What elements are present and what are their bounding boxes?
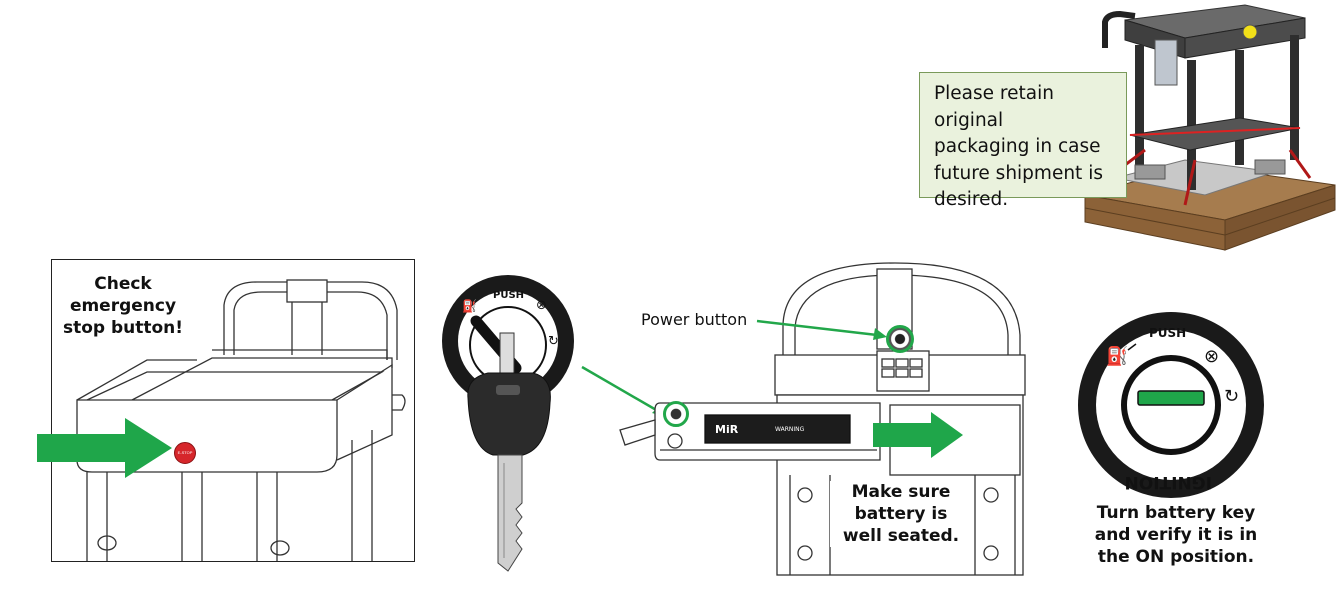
battery-insert-arrow <box>873 412 963 458</box>
svg-text:⊗: ⊗ <box>536 298 547 313</box>
estop-caption: Check emergency stop button! <box>62 274 184 338</box>
battery-key-illustration: ⛽ ⊗ ↻ <box>442 275 574 572</box>
estop-button-text: E-STOP <box>177 450 193 455</box>
battery-key-switch[interactable] <box>663 401 689 427</box>
ignition-push-label: PUSH <box>1149 326 1187 340</box>
ignition-ring-text: IGNITION <box>1125 472 1212 492</box>
ignition-caption: Turn battery key and verify it is in the… <box>1094 503 1258 567</box>
estop-green-arrow <box>37 418 172 478</box>
svg-text:↻: ↻ <box>1224 386 1239 407</box>
ignition-dial-illustration: ⛽ ⊗ ↻ IGNITION <box>1078 312 1264 498</box>
battery-caption: Make sure battery is well seated. <box>830 481 972 547</box>
power-button[interactable] <box>886 325 914 353</box>
svg-text:↻: ↻ <box>548 334 559 349</box>
power-button-label: Power button <box>641 310 748 329</box>
key-dial-push-label: PUSH <box>493 290 525 301</box>
cart-on-pallet-illustration <box>1084 4 1336 251</box>
battery-warning-text: WARNING <box>775 426 805 433</box>
emergency-stop-button[interactable]: E-STOP <box>174 442 196 464</box>
packaging-callout: Please retain original packaging in case… <box>919 72 1127 210</box>
svg-text:⛽: ⛽ <box>462 299 477 313</box>
power-button-pointer <box>756 319 887 340</box>
battery-brand-text: MiR <box>715 423 739 436</box>
estop-panel <box>51 259 415 562</box>
ignition-slot-on <box>1137 390 1205 406</box>
svg-text:⛽: ⛽ <box>1106 345 1128 367</box>
svg-text:⊗: ⊗ <box>1204 346 1219 367</box>
